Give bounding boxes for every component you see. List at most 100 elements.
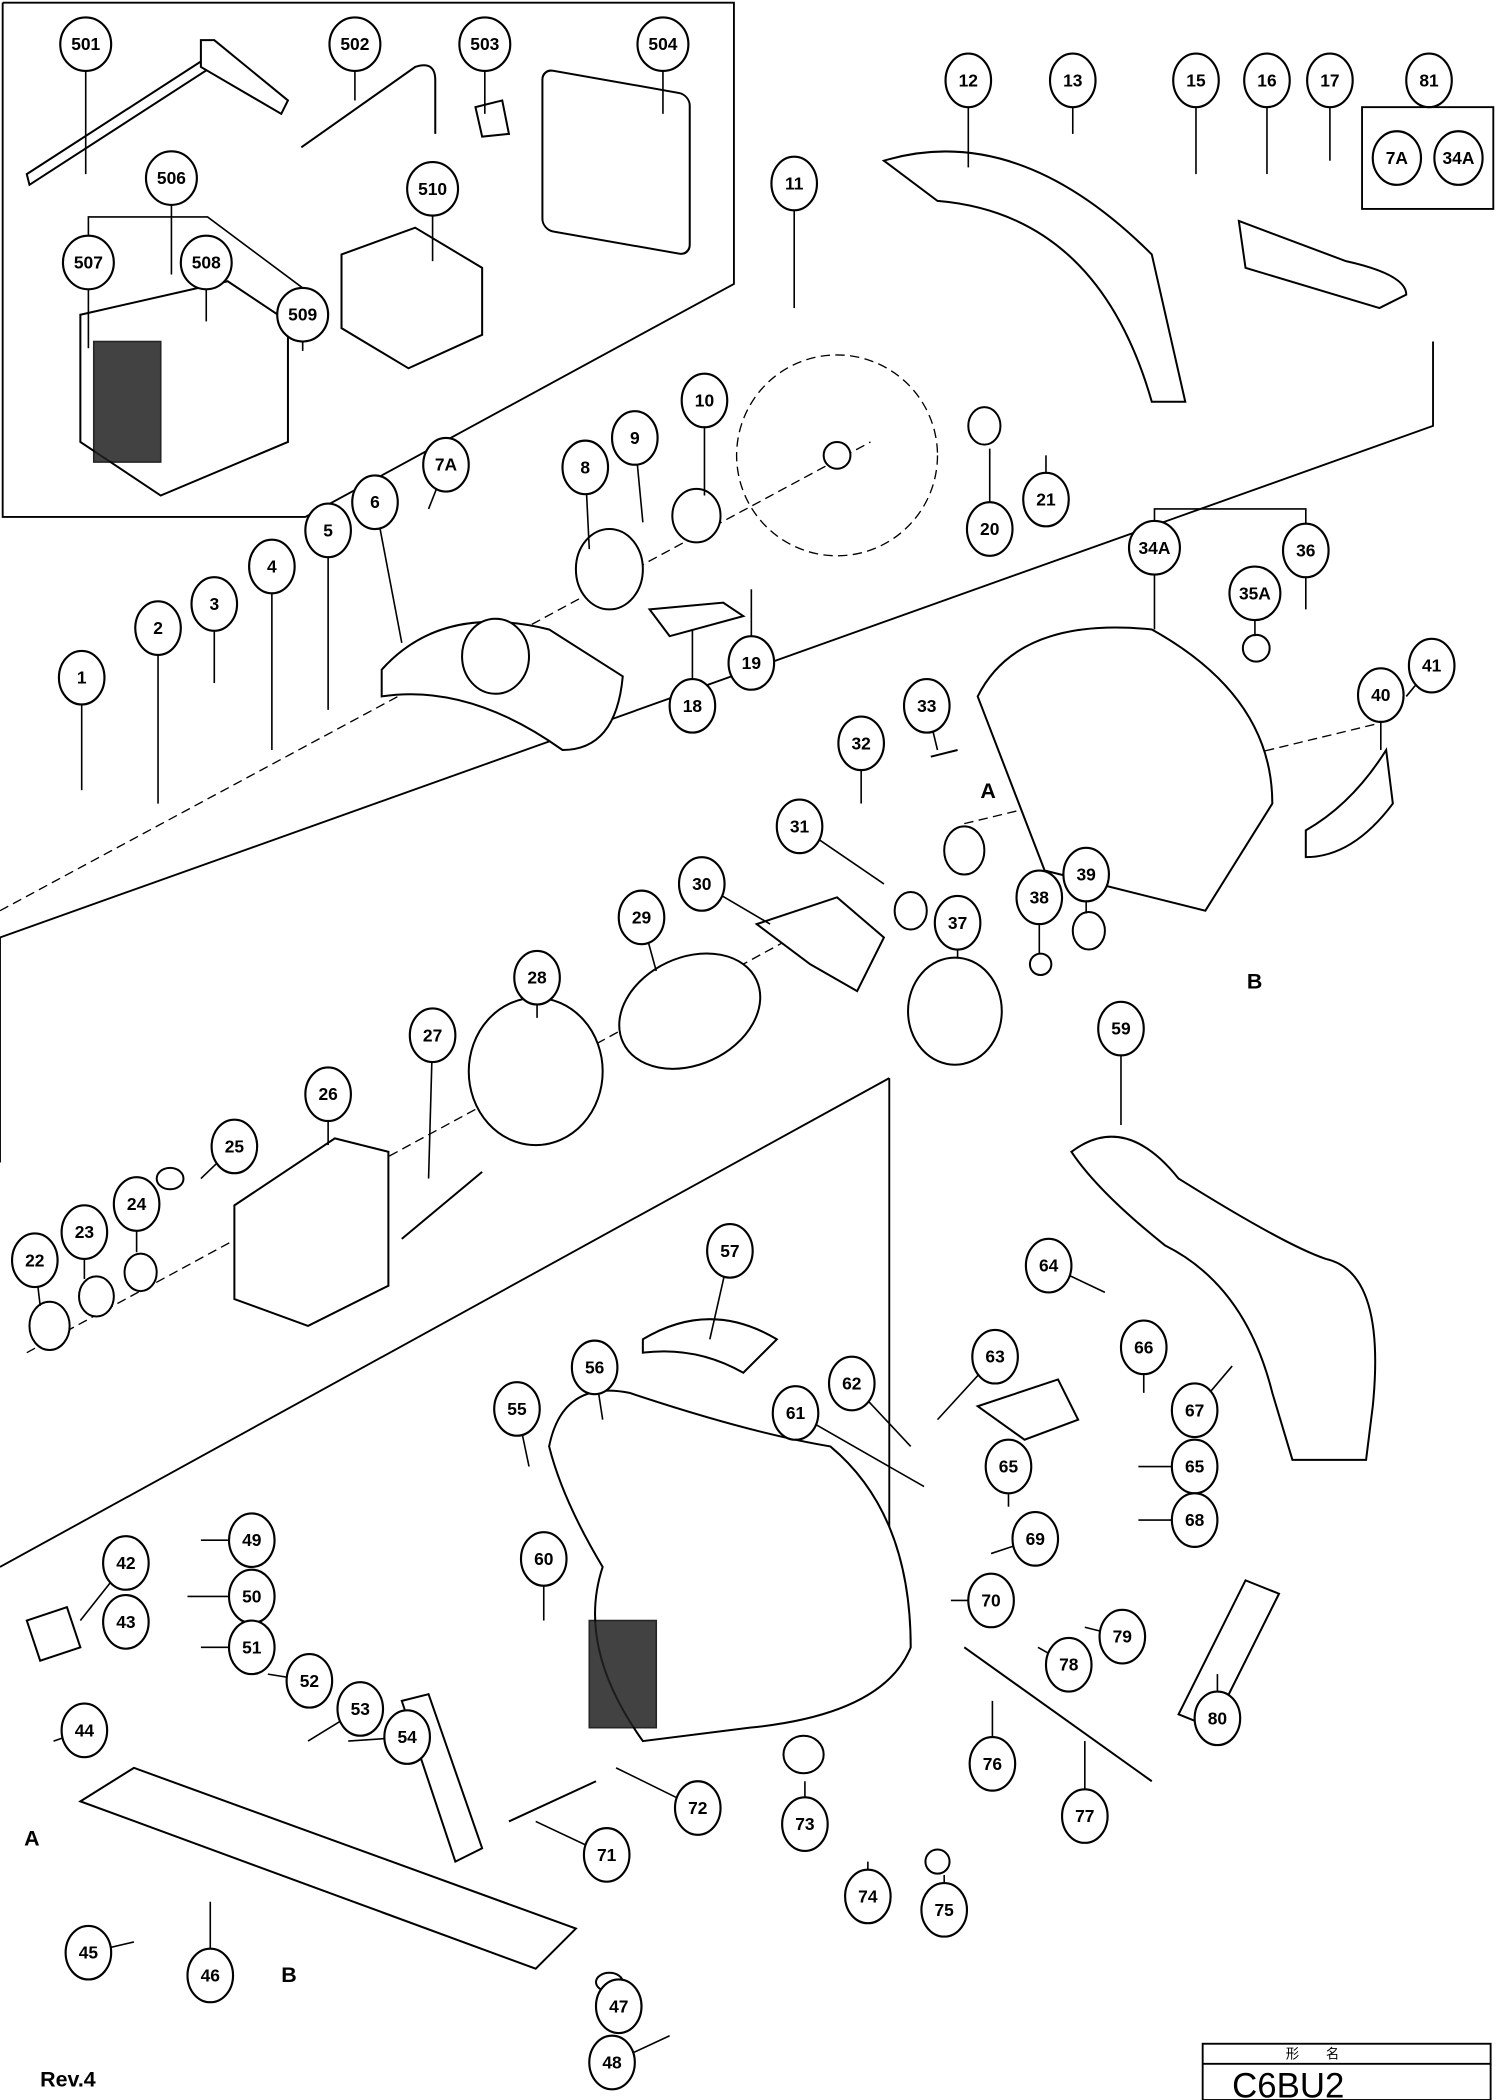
callout-28: 28 — [513, 949, 561, 1006]
callout-23: 23 — [60, 1204, 109, 1260]
callout-number: 11 — [785, 173, 804, 193]
set-81-item: 34A — [1433, 130, 1484, 186]
callout-number: 10 — [695, 390, 714, 410]
callout-number: 32 — [851, 733, 870, 753]
callout-number: 66 — [1134, 1337, 1154, 1357]
callout-number: 81 — [1419, 70, 1439, 90]
callout-507: 507 — [61, 234, 115, 291]
callout-75: 75 — [920, 1881, 969, 1938]
callout-number: 1 — [77, 668, 87, 688]
callout-number: 52 — [300, 1671, 319, 1691]
callout-number: 508 — [192, 253, 221, 273]
section-label-a: A — [980, 779, 995, 803]
callout-number: 70 — [981, 1590, 1000, 1610]
callout-81: 81 — [1405, 52, 1453, 109]
title-block: 形 名 C6BU2 — [1201, 2042, 1492, 2100]
callout-number: 37 — [948, 913, 967, 933]
callout-number: 510 — [418, 179, 447, 199]
callout-34a: 34A — [1127, 519, 1181, 576]
callout-42: 42 — [102, 1535, 150, 1591]
callout-number: 59 — [1111, 1019, 1131, 1039]
callout-number: 64 — [1039, 1256, 1059, 1276]
callout-number: 506 — [157, 168, 186, 188]
callout-number: 31 — [790, 816, 810, 836]
callout-45: 45 — [64, 1924, 113, 1981]
callout-15: 15 — [1172, 52, 1220, 109]
callout-number: 7A — [435, 455, 458, 475]
callout-number: 39 — [1076, 865, 1096, 885]
callout-number: 40 — [1371, 685, 1390, 705]
callout-7a: 7A — [422, 436, 470, 493]
section-label-a: A — [24, 1827, 39, 1851]
callout-5: 5 — [304, 502, 352, 559]
revision-label: Rev.4 — [40, 2068, 96, 2092]
callout-number: 76 — [983, 1754, 1003, 1774]
callout-55: 55 — [493, 1381, 541, 1437]
callout-504: 504 — [636, 16, 690, 73]
callout-number: 30 — [692, 874, 711, 894]
callout-65: 65 — [984, 1438, 1033, 1495]
callout-57: 57 — [706, 1223, 754, 1279]
callout-number: 51 — [242, 1637, 262, 1657]
callout-number: 6 — [370, 492, 380, 512]
callout-number: 13 — [1063, 70, 1083, 90]
callout-32: 32 — [837, 715, 885, 772]
callout-number: 49 — [242, 1530, 262, 1550]
callout-38: 38 — [1015, 869, 1064, 926]
callout-40: 40 — [1356, 667, 1405, 723]
callout-39: 39 — [1062, 846, 1110, 903]
set-81-box — [1361, 106, 1495, 210]
axis-line-mid — [26, 923, 818, 1354]
callout-number: 50 — [242, 1586, 261, 1606]
callout-number: 71 — [597, 1845, 617, 1865]
callout-48: 48 — [588, 2034, 636, 2091]
callout-65: 65 — [1170, 1438, 1219, 1495]
callout-506: 506 — [144, 150, 198, 206]
callout-number: 75 — [935, 1900, 955, 1920]
callout-61: 61 — [771, 1385, 820, 1441]
callout-46: 46 — [186, 1947, 235, 2004]
callout-63: 63 — [971, 1328, 1019, 1385]
callout-number: 67 — [1185, 1400, 1204, 1420]
callout-number: 74 — [858, 1886, 878, 1906]
callout-number: 69 — [1026, 1529, 1046, 1549]
callout-number: 26 — [318, 1084, 338, 1104]
accessory-frame — [1, 1, 735, 518]
callout-9: 9 — [610, 410, 659, 466]
callout-number: 43 — [116, 1612, 136, 1632]
callout-18: 18 — [668, 677, 717, 734]
section-divider-lower-diag — [0, 1077, 890, 1568]
callout-number: 19 — [742, 653, 762, 673]
callout-8: 8 — [561, 439, 610, 496]
callout-73: 73 — [781, 1796, 829, 1852]
callout-number: 27 — [423, 1025, 442, 1045]
callout-number: 65 — [999, 1457, 1019, 1477]
callout-number: 47 — [609, 1996, 628, 2016]
callout-number: 72 — [688, 1798, 707, 1818]
callout-508: 508 — [179, 234, 233, 291]
callout-number: 29 — [632, 907, 652, 927]
callout-74: 74 — [844, 1868, 892, 1925]
callout-25: 25 — [210, 1118, 259, 1175]
callout-24: 24 — [112, 1176, 161, 1232]
callout-510: 510 — [406, 160, 460, 217]
section-label-b: B — [281, 1963, 296, 1987]
saw-blade-outline — [735, 354, 939, 557]
callout-number: 44 — [75, 1720, 95, 1740]
callout-70: 70 — [967, 1572, 1015, 1629]
callout-number: 28 — [527, 968, 547, 988]
callout-60: 60 — [519, 1531, 568, 1587]
callout-29: 29 — [617, 889, 666, 946]
callout-number: 38 — [1030, 887, 1050, 907]
callout-47: 47 — [594, 1978, 643, 2035]
callout-number: 23 — [75, 1222, 95, 1242]
section-divider-upper — [0, 341, 1434, 939]
callout-50: 50 — [227, 1568, 276, 1625]
part-shapes — [25, 39, 1408, 1993]
set-81-item: 7A — [1371, 130, 1423, 186]
callout-number: 33 — [917, 696, 937, 716]
callout-30: 30 — [677, 856, 726, 912]
callout-number: 24 — [127, 1194, 147, 1214]
callout-number: 80 — [1208, 1708, 1227, 1728]
